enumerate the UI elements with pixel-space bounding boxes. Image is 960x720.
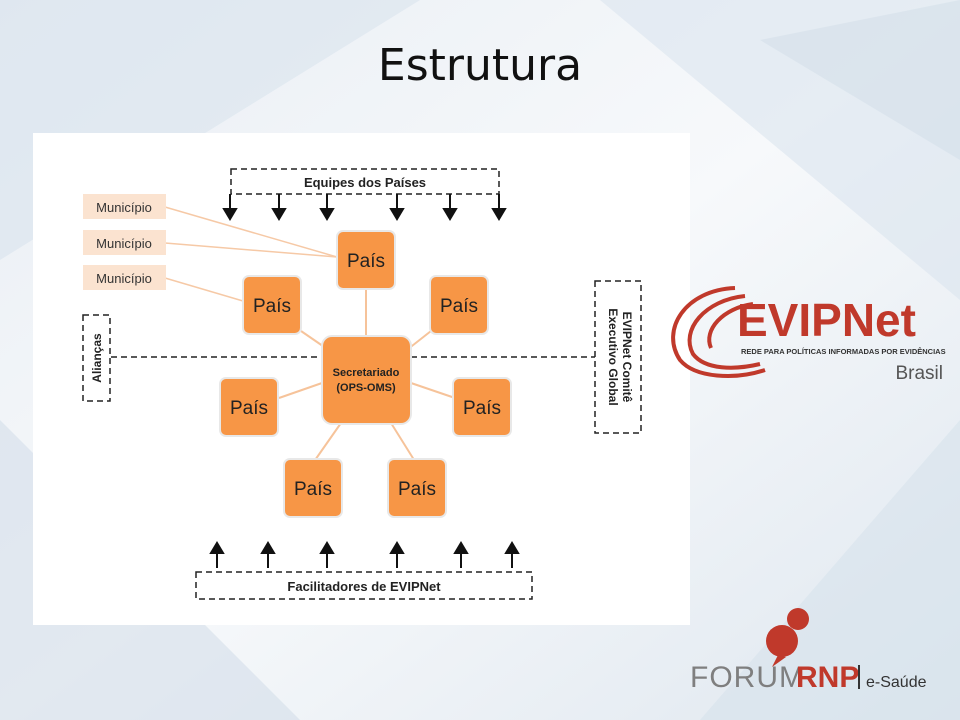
country-label: País — [230, 398, 268, 419]
down-arrows — [222, 194, 507, 221]
top-group-box: Equipes dos Países — [230, 168, 500, 195]
slide-title: Estrutura — [377, 40, 583, 91]
evipnet-logo: EVIPNet REDE PARA POLÍTICAS INFORMADAS P… — [671, 286, 946, 384]
structure-diagram: Equipes dos Países Facilitadores de EVIP… — [33, 133, 690, 625]
forum-rnp-logo: FORUM RNP e-Saúde — [690, 608, 927, 694]
municipality-boxes: Município Município Município — [83, 194, 166, 290]
country-label: País — [347, 251, 385, 272]
evipnet-country: Brasil — [895, 363, 943, 384]
country-label: País — [253, 296, 291, 317]
left-group-label: Alianças — [90, 333, 104, 383]
municipality-label: Município — [96, 271, 152, 286]
country-label: País — [440, 296, 478, 317]
top-group-label: Equipes dos Países — [304, 175, 426, 190]
municipality-label: Município — [96, 200, 152, 215]
rnp-text: RNP — [796, 661, 859, 694]
secretariat-label-2: (OPS-OMS) — [336, 382, 396, 394]
bottom-group-label: Facilitadores de EVIPNet — [287, 579, 441, 594]
esaude-text: e-Saúde — [866, 674, 927, 691]
municipality-label: Município — [96, 236, 152, 251]
secretariat-label-1: Secretariado — [333, 367, 400, 379]
right-group-box: EVIPNet Comitê Executivo Global — [594, 280, 642, 434]
evipnet-swoosh-icon — [671, 286, 766, 378]
country-label: País — [398, 479, 436, 500]
up-arrows — [209, 541, 520, 568]
left-group-box: Alianças — [82, 314, 111, 402]
secretariat-node: Secretariado (OPS-OMS) — [321, 335, 412, 425]
right-group-label-1: EVIPNet Comitê — [620, 312, 634, 403]
municipality-lines — [164, 206, 338, 302]
evipnet-tagline: REDE PARA POLÍTICAS INFORMADAS POR EVIDÊ… — [741, 347, 946, 356]
forum-text: FORUM — [690, 661, 805, 694]
evipnet-name: EVIPNet — [737, 294, 916, 346]
speech-bubbles-icon — [766, 608, 809, 667]
country-label: País — [463, 398, 501, 419]
country-label: País — [294, 479, 332, 500]
bottom-group-box: Facilitadores de EVIPNet — [195, 571, 533, 600]
right-group-label-2: Executivo Global — [606, 308, 620, 405]
country-nodes — [219, 230, 512, 518]
